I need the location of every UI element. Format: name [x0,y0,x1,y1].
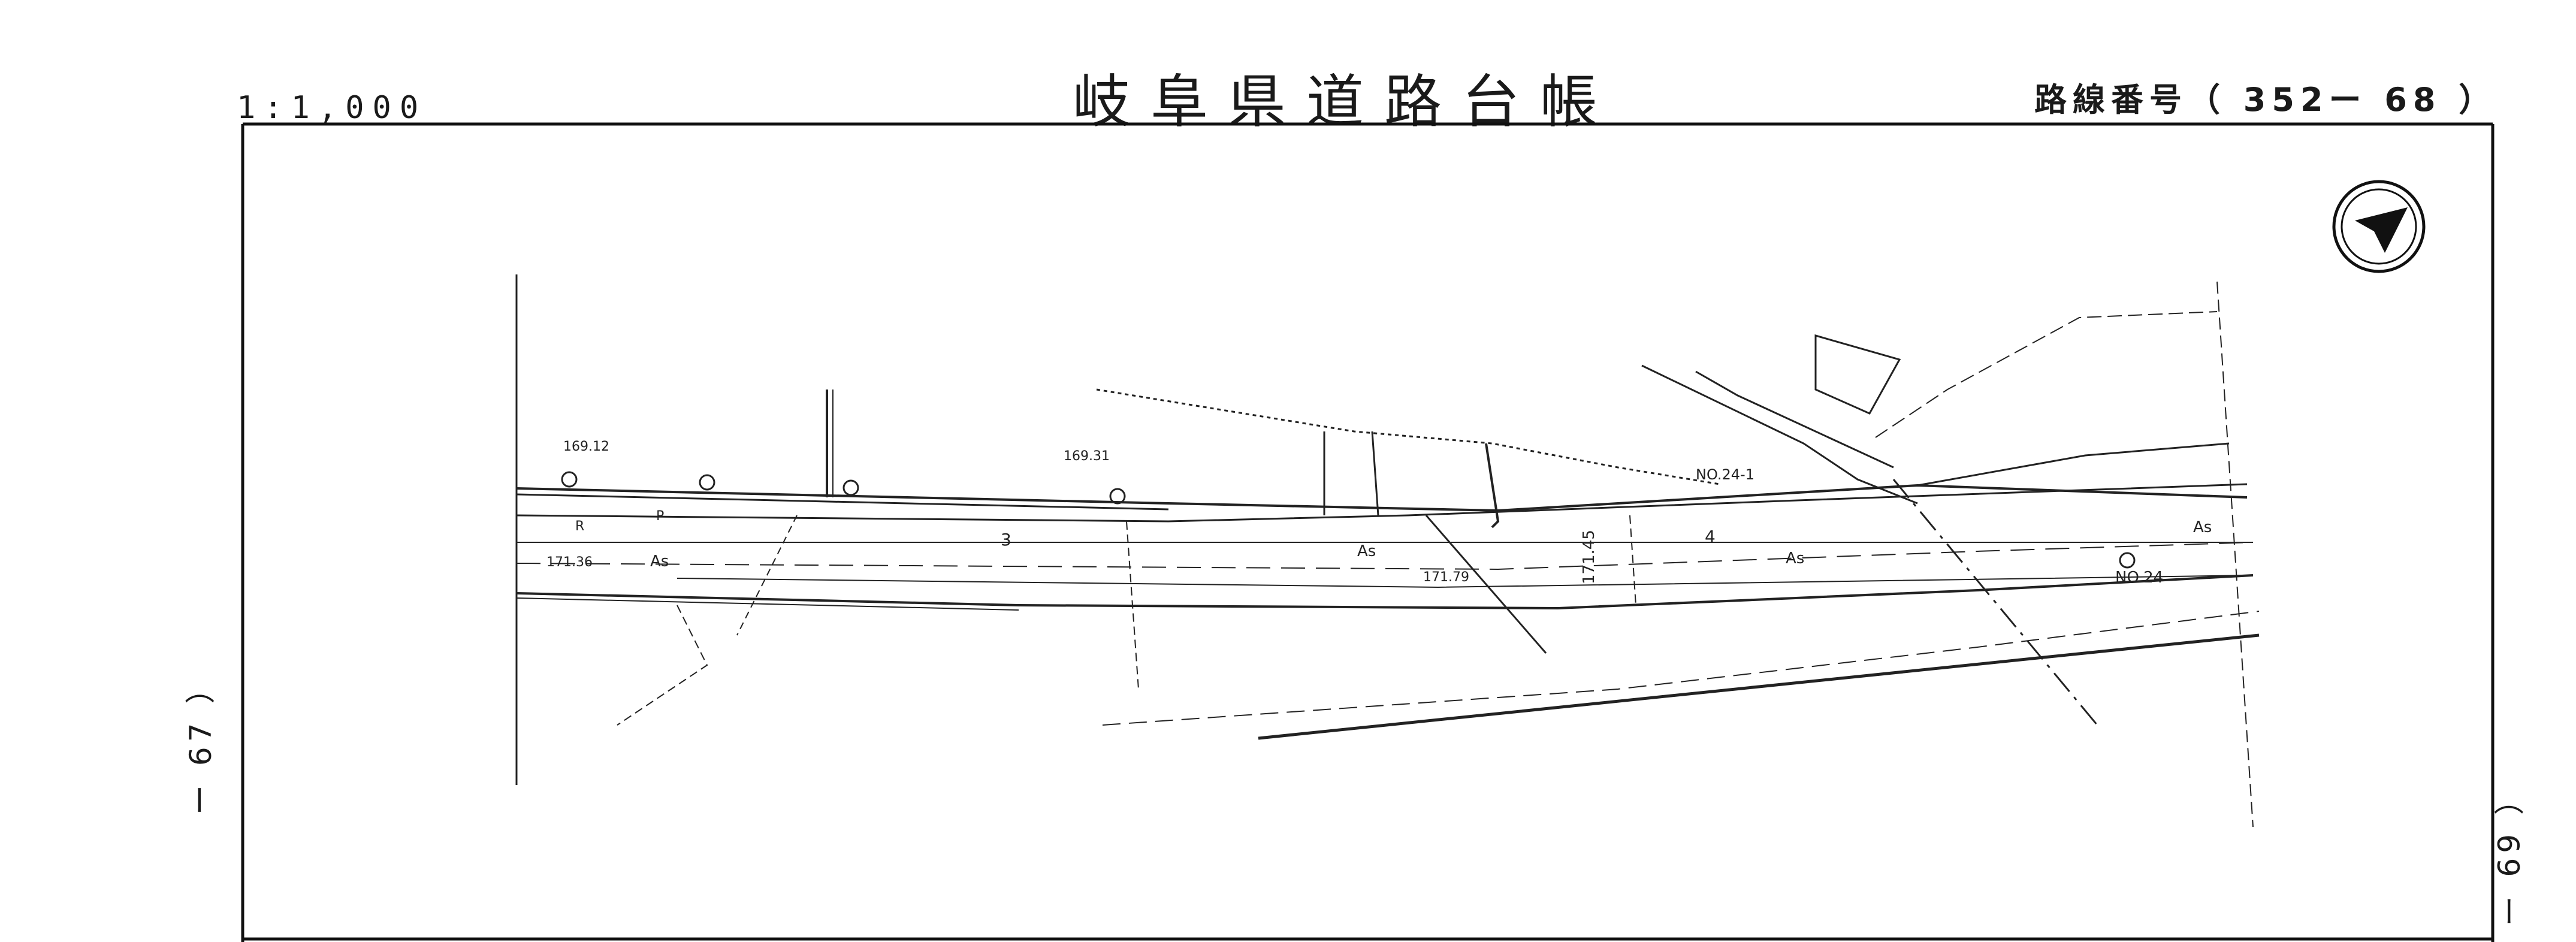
road-plan-drawing [515,274,2260,828]
road-mark: P [656,509,664,524]
sheet-frame [241,122,2495,942]
elevation-label: 169.31 [1064,449,1110,464]
map-annotations: 169.12 169.31 171.36 171.79 171.45 3 4 N… [546,439,2212,587]
pavement-label: As [2193,518,2212,536]
elevation-label: 169.12 [563,439,609,454]
elevation-label: 171.36 [546,555,593,570]
station-label: NO.24-1 [1696,466,1754,483]
pavement-label: As [650,552,669,570]
section-number: 4 [1705,527,1716,547]
section-number: 3 [1001,530,1011,550]
elevation-label: 171.45 [1580,530,1598,584]
north-arrow-icon [2332,180,2426,273]
scale-label: 1:1,000 [237,90,427,126]
pavement-label: As [1357,542,1376,560]
station-label: NO.24 [2115,569,2163,587]
elevation-label: 171.79 [1423,570,1469,585]
pavement-label: As [1786,550,1804,567]
route-number: 路線番号（ 352ー 68 ） [2034,81,2498,119]
road-mark: R [575,519,584,534]
